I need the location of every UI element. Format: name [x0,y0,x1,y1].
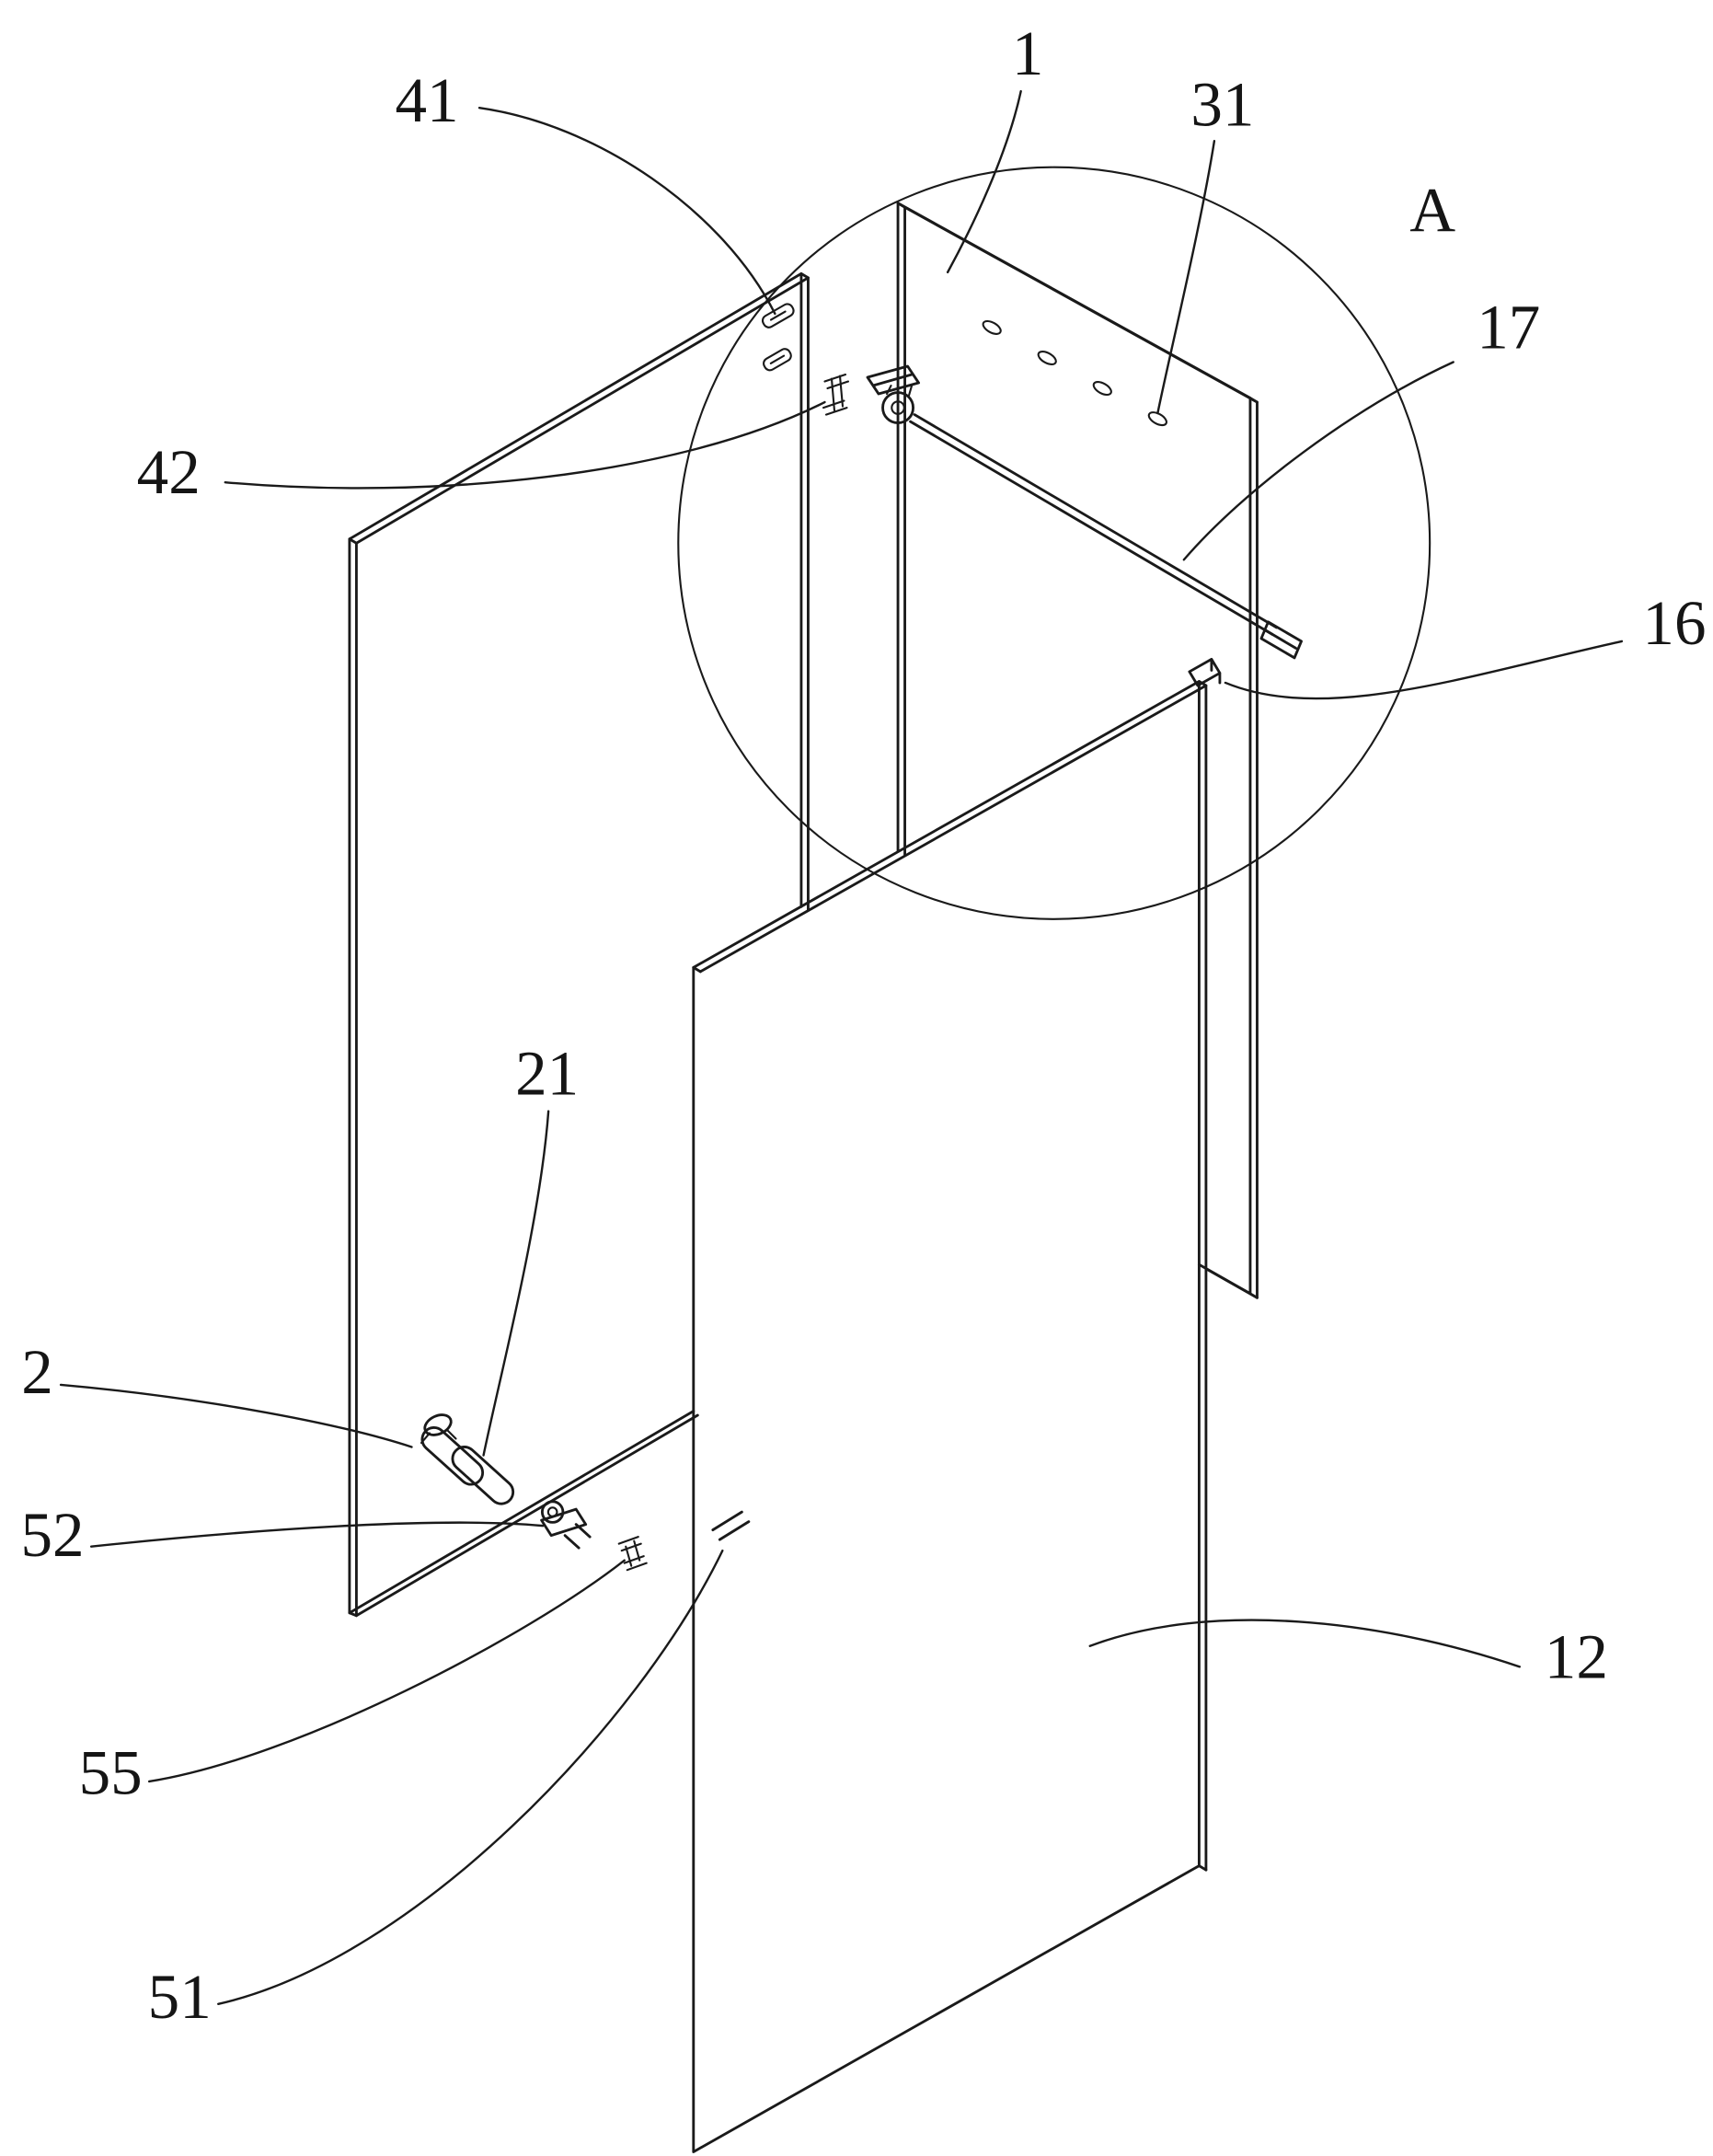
panel-clips [761,303,795,372]
corner-bracket [1188,657,1222,687]
label-51: 51 [148,1961,212,2032]
label-21: 21 [515,1038,579,1109]
leader-42 [224,400,826,490]
leader-52 [89,1521,545,1548]
left-glass-panel [348,271,810,1618]
leader-1 [946,89,1022,274]
label-2: 2 [21,1336,53,1407]
label-52: 52 [21,1499,85,1570]
label-1: 1 [1012,17,1044,88]
label-17: 17 [1477,291,1540,362]
front-glass-panel [692,680,1208,2153]
small-clamp [540,1500,592,1550]
label-41: 41 [395,64,458,135]
leader-16 [1224,640,1624,700]
label-55: 55 [79,1736,143,1807]
leader-21 [482,1110,550,1457]
rod-clamp [866,364,920,425]
label-42: 42 [137,436,201,507]
leader-12 [1088,1619,1521,1668]
leader-17 [1182,361,1454,561]
leader-2 [59,1383,413,1448]
leader-lines [59,89,1624,2005]
label-31: 31 [1190,69,1254,140]
detail-circle-A [677,166,1431,920]
rear-glass-panel [896,202,1259,1299]
tiny-screw [617,1536,648,1572]
leader-31 [1156,139,1216,415]
leader-51 [217,1549,724,2005]
label-16: 16 [1642,587,1706,658]
mounting-holes [982,319,1167,427]
seam-tick-marks [711,1510,751,1541]
leader-41 [477,106,776,316]
reference-labels: 41 42 1 31 A 17 16 21 2 52 55 51 12 [21,17,1707,2032]
fastener-bolt-icon [822,373,850,416]
handle-bracket [420,1413,515,1505]
label-A: A [1409,174,1455,245]
label-12: 12 [1545,1620,1608,1691]
support-rod [909,413,1303,660]
leader-55 [147,1559,626,1783]
